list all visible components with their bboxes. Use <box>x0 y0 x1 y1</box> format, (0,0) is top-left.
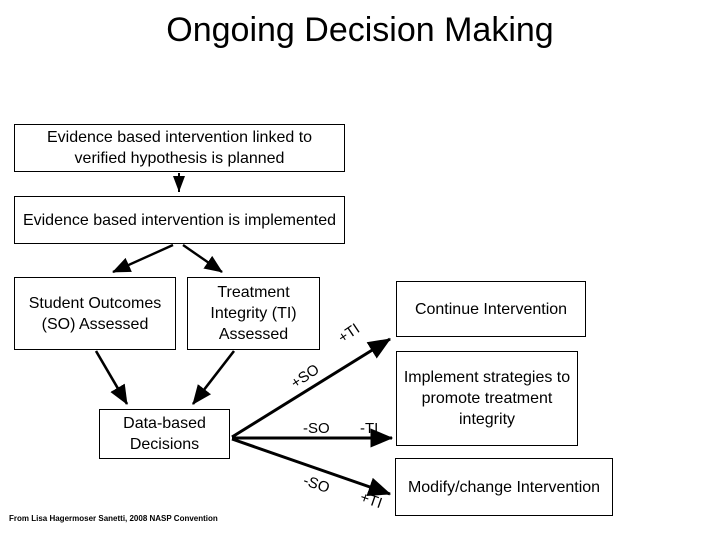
arrow-label-plus-so: +SO <box>287 360 323 393</box>
box-implement-strategies[interactable]: Implement strategies to promote treatmen… <box>396 351 578 446</box>
box-data-based-decisions[interactable]: Data-based Decisions <box>99 409 230 459</box>
box-modify-change-intervention[interactable]: Modify/change Intervention <box>395 458 613 516</box>
arrow-implement-to-student-outcomes <box>112 243 174 274</box>
box-treatment-integrity-assessed-label: Treatment Integrity (TI) Assessed <box>210 284 297 343</box>
box-treatment-integrity-assessed[interactable]: Treatment Integrity (TI) Assessed <box>187 277 320 350</box>
source-credit: From Lisa Hagermoser Sanetti, 2008 NASP … <box>9 514 218 523</box>
page-title: Ongoing Decision Making <box>166 11 554 49</box>
box-implement-strategies-label: Implement strategies to promote treatmen… <box>403 369 571 428</box>
box-student-outcomes-assessed[interactable]: Student Outcomes (SO) Assessed <box>14 277 176 350</box>
box-intervention-planned-label: Evidence based intervention linked to ve… <box>46 129 313 167</box>
box-continue-intervention-label: Continue Intervention <box>414 300 568 318</box>
arrow-implement-to-treatment-integrity <box>182 244 223 273</box>
box-intervention-implemented[interactable]: Evidence based intervention is implement… <box>14 196 345 244</box>
box-continue-intervention[interactable]: Continue Intervention <box>396 281 586 337</box>
box-modify-change-intervention-label: Modify/change Intervention <box>407 478 601 496</box>
arrow-treatment-integrity-to-data <box>191 350 236 405</box>
box-intervention-implemented-label: Evidence based intervention is implement… <box>22 211 337 229</box>
arrow-student-outcomes-to-data <box>94 350 129 405</box>
arrow-label-minus-so: -SO <box>303 420 330 437</box>
box-student-outcomes-assessed-label: Student Outcomes (SO) Assessed <box>28 294 162 333</box>
arrow-label-minus-so-2: -SO <box>300 472 332 497</box>
arrow-label-plus-ti: +TI <box>335 320 363 347</box>
arrow-label-plus-ti-2: +TI <box>357 488 385 513</box>
box-intervention-planned[interactable]: Evidence based intervention linked to ve… <box>14 124 345 172</box>
box-data-based-decisions-label: Data-based Decisions <box>123 415 206 453</box>
arrow-label-minus-ti: -TI <box>360 420 379 437</box>
